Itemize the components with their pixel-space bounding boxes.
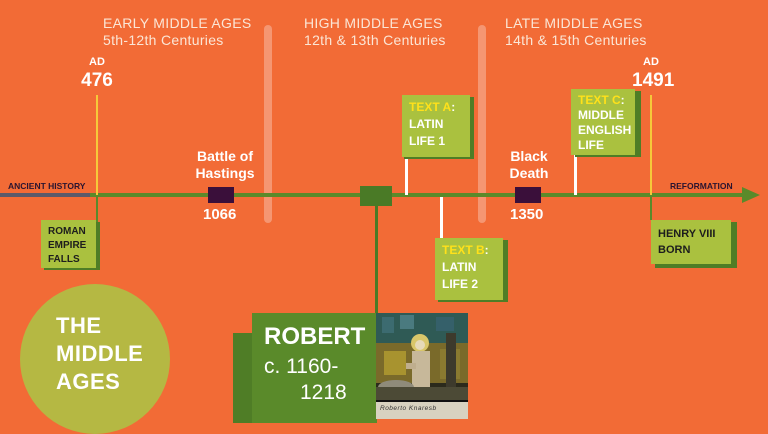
text-a-title: TEXT A <box>409 100 452 114</box>
ad-476: AD 476 <box>78 56 116 92</box>
henry-line1: HENRY VIII <box>658 228 716 240</box>
ad-1491: AD 1491 <box>632 56 675 92</box>
era-early-name: EARLY MIDDLE AGES <box>103 15 252 31</box>
text-a-connector <box>405 150 408 195</box>
era-early-range: 5th-12th Centuries <box>103 32 224 48</box>
era-late-name: LATE MIDDLE AGES <box>505 15 643 31</box>
event-black-death-year: 1350 <box>510 206 544 223</box>
stained-glass-caption: Roberto Knaresb <box>380 405 437 412</box>
label-reformation: REFORMATION <box>670 181 733 191</box>
text-b-box[interactable]: TEXT B: LATIN LIFE 2 <box>435 238 503 300</box>
text-a-sep: : <box>451 100 456 114</box>
text-c-line3: LIFE <box>578 138 604 152</box>
robert-dates-line1: c. 1160- <box>264 355 339 378</box>
text-a-line1: LATIN <box>409 117 444 131</box>
ad-476-line <box>96 95 98 195</box>
ad-1491-line <box>650 95 652 195</box>
text-c-box[interactable]: TEXT C: MIDDLE ENGLISH LIFE <box>571 89 635 155</box>
event-hastings-label: Battle of Hastings <box>180 148 270 182</box>
stained-glass-illustration <box>376 313 468 419</box>
roman-line2: EMPIRE <box>48 240 87 251</box>
event-black-death-line1: Black <box>510 148 548 164</box>
roman-line1: ROMAN <box>48 226 86 237</box>
era-high-range: 12th & 13th Centuries <box>304 32 446 48</box>
event-hastings-marker <box>208 187 234 203</box>
text-c-sep: : <box>620 93 625 107</box>
text-a-line2: LIFE 1 <box>409 134 446 148</box>
title-line2: MIDDLE <box>56 341 144 366</box>
text-c-line1: MIDDLE <box>578 108 624 122</box>
era-late: LATE MIDDLE AGES 14th & 15th Centuries <box>505 15 647 49</box>
text-b-connector <box>440 197 443 242</box>
stained-glass-image: Roberto Knaresb <box>376 313 468 419</box>
era-high: HIGH MIDDLE AGES 12th & 13th Centuries <box>304 15 446 49</box>
event-hastings-year: 1066 <box>203 206 237 223</box>
title-circle <box>20 284 170 434</box>
title-line1: THE <box>56 313 102 338</box>
event-black-death-line2: Death <box>509 165 549 181</box>
text-c-connector <box>574 150 577 195</box>
text-b-line2: LIFE 2 <box>442 277 479 291</box>
ad-476-year: 476 <box>81 70 113 91</box>
event-hastings-line2: Hastings <box>195 165 255 181</box>
robert-timeline-marker <box>360 186 392 206</box>
milestone-roman-empire: ROMAN EMPIRE FALLS <box>41 220 96 268</box>
text-c-title: TEXT C <box>578 93 621 107</box>
robert-card[interactable]: ROBERT c. 1160- 1218 <box>252 313 377 423</box>
robert-connector <box>375 206 378 316</box>
event-black-death-label: Black Death <box>494 148 564 182</box>
henry-line2: BORN <box>658 244 691 256</box>
era-high-name: HIGH MIDDLE AGES <box>304 15 443 31</box>
milestone-henry-viii: HENRY VIII BORN <box>651 220 731 264</box>
era-late-range: 14th & 15th Centuries <box>505 32 647 48</box>
event-black-death-marker <box>515 187 541 203</box>
timeline-arrowhead <box>742 187 760 203</box>
page-title: THE MIDDLE AGES <box>56 312 143 396</box>
roman-connector <box>96 195 98 225</box>
text-b-sep: : <box>484 243 489 257</box>
text-a-box[interactable]: TEXT A: LATIN LIFE 1 <box>402 95 470 157</box>
ad-476-prefix: AD <box>89 56 105 68</box>
era-divider-2 <box>478 25 486 223</box>
ad-1491-prefix: AD <box>643 56 659 68</box>
era-divider-1 <box>264 25 272 223</box>
ad-1491-year: 1491 <box>632 70 675 91</box>
henry-connector <box>650 195 652 220</box>
text-b-line1: LATIN <box>442 260 477 274</box>
robert-name: ROBERT <box>264 323 366 350</box>
era-early: EARLY MIDDLE AGES 5th-12th Centuries <box>103 15 252 49</box>
event-hastings-line1: Battle of <box>197 148 253 164</box>
label-ancient-history: ANCIENT HISTORY <box>8 181 86 191</box>
robert-dates-line2: 1218 <box>300 381 347 404</box>
roman-line3: FALLS <box>48 254 80 265</box>
title-line3: AGES <box>56 369 121 394</box>
text-c-line2: ENGLISH <box>578 123 632 137</box>
text-b-title: TEXT B <box>442 243 485 257</box>
